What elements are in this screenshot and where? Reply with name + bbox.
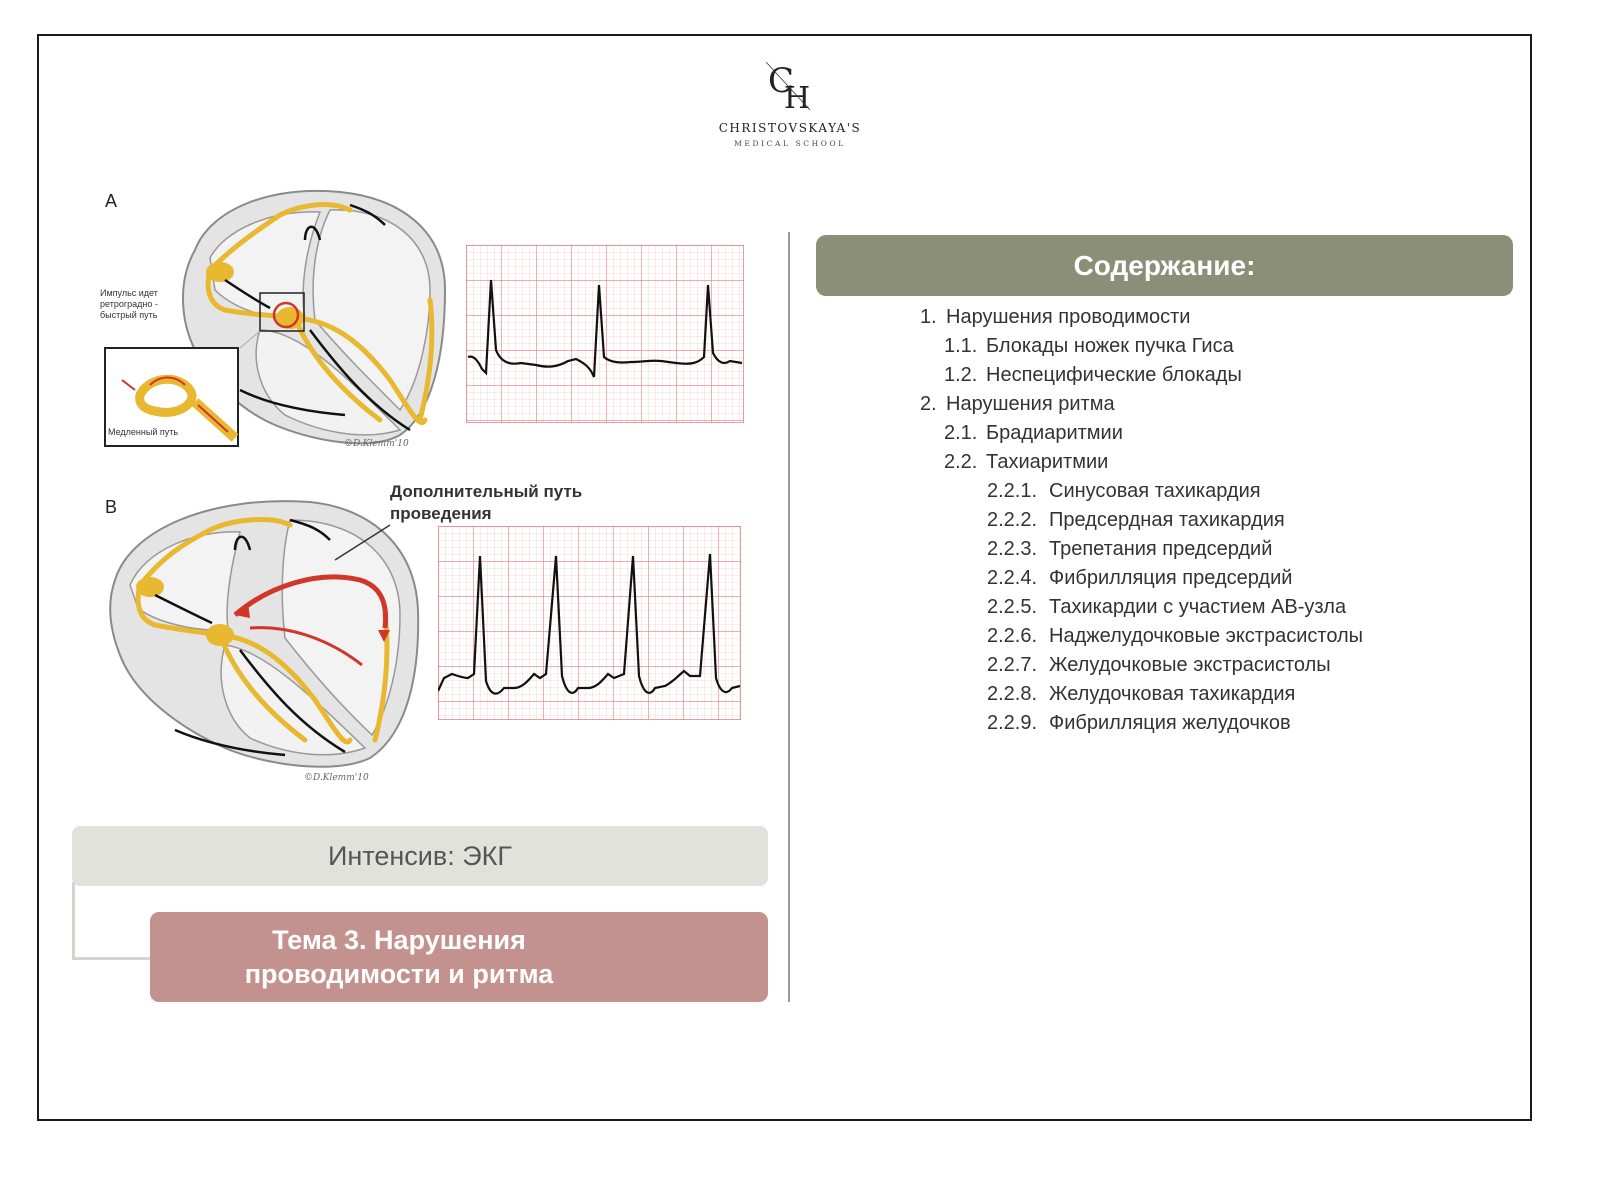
toc-item-label: Нарушения ритма [946,393,1115,415]
logo-subtitle: MEDICAL SCHOOL [734,139,846,148]
toc-item-label: Синусовая тахикардия [1049,480,1261,502]
topic-title-line-2: проводимости и ритма [244,959,554,989]
toc-item[interactable]: 2.2.4. Фибрилляция предсердий [987,566,1292,590]
heart-diagram-b: ©D.Klemm'10 [109,500,420,783]
toc-item[interactable]: 1.1. Блокады ножек пучка Гиса [944,334,1234,358]
toc-item[interactable]: 2.2.9. Фибрилляция желудочков [987,711,1291,735]
toc-item-number: 2.2.7. [987,654,1038,676]
topic-title-line-1: Тема 3. Нарушения [272,925,526,955]
toc-item-number: 2.2.4. [987,567,1038,589]
toc-item[interactable]: 2.2.2. Предсердная тахикардия [987,508,1285,532]
toc-item-label: Трепетания предсердий [1049,538,1273,560]
figure-a-fast-path-note: Импульс идет ретроградно - быстрый путь [100,288,158,321]
note-line: быстрый путь [100,310,158,320]
toc-item-number: 2.2.2. [987,509,1038,531]
toc-item[interactable]: 2.2.3. Трепетания предсердий [987,537,1272,561]
figure-a-slow-path-note: Медленный путь [108,427,179,437]
toc-item-label: Предсердная тахикардия [1049,509,1285,531]
toc-item-number: 1.2. [944,364,978,386]
toc-item-number: 2.2.1. [987,480,1038,502]
toc-item-number: 2. [920,393,937,415]
toc-item-label: Неспецифические блокады [986,364,1242,386]
toc-item-number: 1.1. [944,335,978,357]
toc-item-number: 1. [920,306,937,328]
toc-item-number: 2.2.3. [987,538,1038,560]
svg-text:C: C [768,61,794,101]
toc-item-label: Фибрилляция желудочков [1049,712,1291,734]
toc-item[interactable]: 1.2. Неспецифические блокады [944,363,1242,387]
toc-item-number: 2.2.9. [987,712,1038,734]
column-divider [788,232,790,1002]
toc-item[interactable]: 2.2.6. Наджелудочковые экстрасистолы [987,624,1363,648]
toc-item[interactable]: 2.1. Брадиаритмии [944,421,1123,445]
toc-title: Содержание: [816,235,1513,296]
figure-a-letter: A [105,191,118,211]
toc-item-label: Тахикардии с участием АВ-узла [1049,596,1347,618]
toc-item-label: Желудочковая тахикардия [1049,683,1296,705]
toc-item[interactable]: 2.2.8. Желудочковая тахикардия [987,682,1295,706]
toc-item-label: Нарушения проводимости [946,306,1191,328]
note-line: Импульс идет [100,288,158,298]
toc-item-label: Блокады ножек пучка Гиса [986,335,1234,357]
toc-item-number: 2.2.6. [987,625,1038,647]
toc-item[interactable]: 2.2.7. Желудочковые экстрасистолы [987,653,1331,677]
figure-b-credit: ©D.Klemm'10 [304,773,369,783]
note-line: ретроградно - [100,299,158,309]
toc-item-label: Желудочковые экстрасистолы [1049,654,1331,676]
note-line: проведения [390,504,492,523]
monogram-logo-icon: C H [765,61,811,114]
figure-b-letter: B [105,497,118,517]
toc-item-label: Наджелудочковые экстрасистолы [1049,625,1364,647]
logo-name: CHRISTOVSKAYA'S [718,121,862,135]
toc-item-number: 2.2. [944,451,978,473]
school-logo: C H CHRISTOVSKAYA'S MEDICAL SCHOOL [700,58,880,153]
toc-item[interactable]: 2. Нарушения ритма [920,392,1115,416]
note-line: Дополнительный путь [390,482,583,501]
toc-item[interactable]: 1. Нарушения проводимости [920,305,1190,329]
heart-diagram-a: ©D.Klemm'10 [104,189,447,449]
toc-item-number: 2.2.8. [987,683,1038,705]
ecg-strip-b [438,526,741,720]
toc-item[interactable]: 2.2.5. Тахикардии с участием АВ-узла [987,595,1346,619]
toc-item[interactable]: 2.2.1. Синусовая тахикардия [987,479,1261,503]
figure-a-credit: ©D.Klemm'10 [344,439,409,449]
ecg-strip-a [466,245,744,423]
toc-item-label: Брадиаритмии [986,422,1123,444]
figure-b-accessory-path-note: Дополнительный путь проведения [390,481,582,525]
course-intensive-bar: Интенсив: ЭКГ [72,826,768,886]
page-frame [37,34,1532,1121]
toc-item[interactable]: 2.2. Тахиаритмии [944,450,1108,474]
topic-title-bar: Тема 3. Нарушения проводимости и ритма [150,912,768,1002]
bar-connector-line [72,882,152,960]
toc-item-label: Тахиаритмии [986,451,1109,473]
toc-item-number: 2.2.5. [987,596,1038,618]
toc-item-label: Фибрилляция предсердий [1049,567,1293,589]
toc-item-number: 2.1. [944,422,978,444]
